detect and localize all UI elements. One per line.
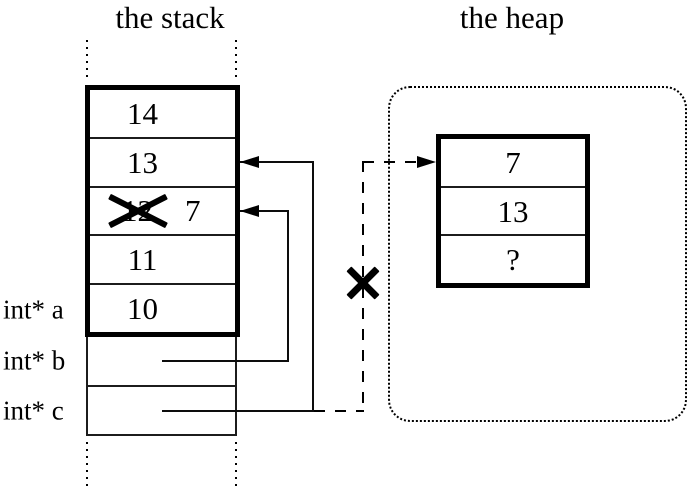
stack-guide-top-right-dotted-line xyxy=(235,40,237,77)
pointer-b-line-horizontal xyxy=(162,360,289,362)
stack-row: 11 xyxy=(90,236,235,286)
dangling-pointer-dashed-bottom xyxy=(314,410,364,412)
heap-row: ? xyxy=(441,236,585,283)
heap-box: 7 13 ? xyxy=(436,134,590,288)
heap-region-outline xyxy=(388,86,687,422)
pointer-b-arrowhead-left-icon xyxy=(240,205,259,217)
pointer-variable-rows xyxy=(86,337,237,436)
stack-row: 14 xyxy=(90,90,235,139)
pointer-c-line-vertical xyxy=(312,161,314,412)
stack-value: 11 xyxy=(127,242,158,278)
heap-title: the heap xyxy=(459,0,565,35)
variable-label-a: int* a xyxy=(3,294,64,325)
heap-value: 13 xyxy=(497,193,529,229)
variable-label-c: int* c xyxy=(3,395,64,426)
stack-guide-top-left-dotted-line xyxy=(86,40,88,77)
stack-row: 10 xyxy=(90,285,235,332)
pointer-c-line-horizontal xyxy=(162,410,314,412)
dangling-pointer-dashed-top xyxy=(363,161,418,163)
variable-label-b: int* b xyxy=(3,345,66,376)
pointer-c-line-into-stack xyxy=(240,161,314,163)
stack-row: 13 xyxy=(90,139,235,188)
heap-row: 13 xyxy=(441,188,585,237)
stack-guide-bottom-right-dotted-line xyxy=(235,442,237,486)
pointer-b-line-into-stack xyxy=(240,210,289,212)
stack-guide-bottom-left-dotted-line xyxy=(86,442,88,486)
pointer-b-slot xyxy=(88,337,235,387)
pointer-b-line-vertical xyxy=(287,210,289,362)
stack-value: 13 xyxy=(127,144,158,180)
pointer-c-arrowhead-left-icon xyxy=(240,156,259,168)
stack-row-overwritten: 12 7 xyxy=(90,188,235,237)
stack-value: 14 xyxy=(127,95,158,131)
stack-new-value: 7 xyxy=(185,193,201,229)
heap-value: 7 xyxy=(505,144,521,180)
stack-value: 10 xyxy=(127,291,158,327)
crossed-old-value-wrap: 12 xyxy=(90,193,185,229)
stack-box: 14 13 12 7 11 10 xyxy=(85,85,240,337)
stack-title: the stack xyxy=(115,0,225,35)
dangling-pointer-arrowhead-right-icon xyxy=(417,156,436,168)
heap-row: 7 xyxy=(441,139,585,188)
heap-value: ? xyxy=(506,242,520,278)
